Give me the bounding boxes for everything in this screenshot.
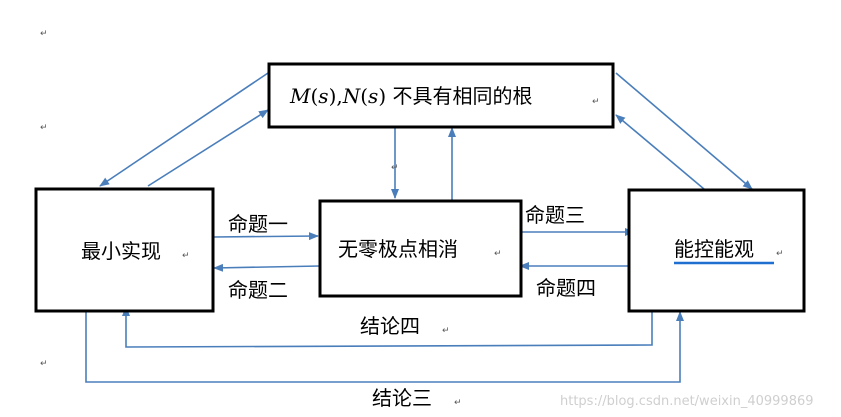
edge-label-prop1: 命题一 <box>228 212 288 236</box>
arrow-prop2 <box>213 263 321 272</box>
paragraph-mark: ↵ <box>776 249 784 259</box>
right-box <box>627 188 806 313</box>
paragraph-mark: ↵ <box>454 398 462 408</box>
math-paren: ), <box>329 84 343 108</box>
math-paren: ) <box>378 84 386 108</box>
arrow-top-to-left <box>99 72 269 187</box>
arrow-top-to-right <box>615 72 753 190</box>
watermark-text: https://blog.csdn.net/weixin_40999869 <box>560 394 814 409</box>
edge-label-conc4: 结论四 <box>360 314 420 338</box>
edge-label-prop2: 命题二 <box>228 278 288 302</box>
paragraph-mark: ↵ <box>40 123 48 133</box>
left-box-label: 最小实现 <box>81 239 161 263</box>
center-box-label: 无零极点相消 <box>338 237 458 261</box>
paragraph-mark: ↵ <box>40 359 48 369</box>
edge-label-prop4: 命题四 <box>536 276 596 300</box>
arrow-conc3 <box>85 311 684 383</box>
arrow-prop1 <box>213 232 319 241</box>
paragraph-mark: ↵ <box>442 326 450 336</box>
top-box-label: M(s),N(s) 不具有相同的根 <box>289 84 532 108</box>
left-box <box>34 187 215 313</box>
top-box-text: 不具有相同的根 <box>386 84 532 108</box>
math-paren: ( <box>310 84 318 108</box>
center-box <box>318 199 523 298</box>
math-paren: ( <box>360 84 368 108</box>
math-symbol: s <box>368 84 378 108</box>
paragraph-mark: ↵ <box>494 249 502 259</box>
paragraph-mark: ↵ <box>40 29 48 39</box>
arrow-left-to-top <box>147 109 269 187</box>
arrow-right-to-top <box>615 114 705 190</box>
edge-label-prop3: 命题三 <box>525 203 585 227</box>
math-symbol: s <box>318 84 328 108</box>
paragraph-mark: ↵ <box>592 97 600 107</box>
top-box <box>267 62 615 129</box>
arrow-conc4 <box>122 306 653 348</box>
paragraph-mark: ↵ <box>182 251 190 261</box>
math-symbol: M <box>289 84 311 108</box>
math-symbol: N <box>342 84 362 108</box>
paragraph-mark: ↵ <box>391 163 399 173</box>
edge-label-conc3: 结论三 <box>372 386 432 410</box>
right-box-label: 能控能观 <box>674 237 754 261</box>
